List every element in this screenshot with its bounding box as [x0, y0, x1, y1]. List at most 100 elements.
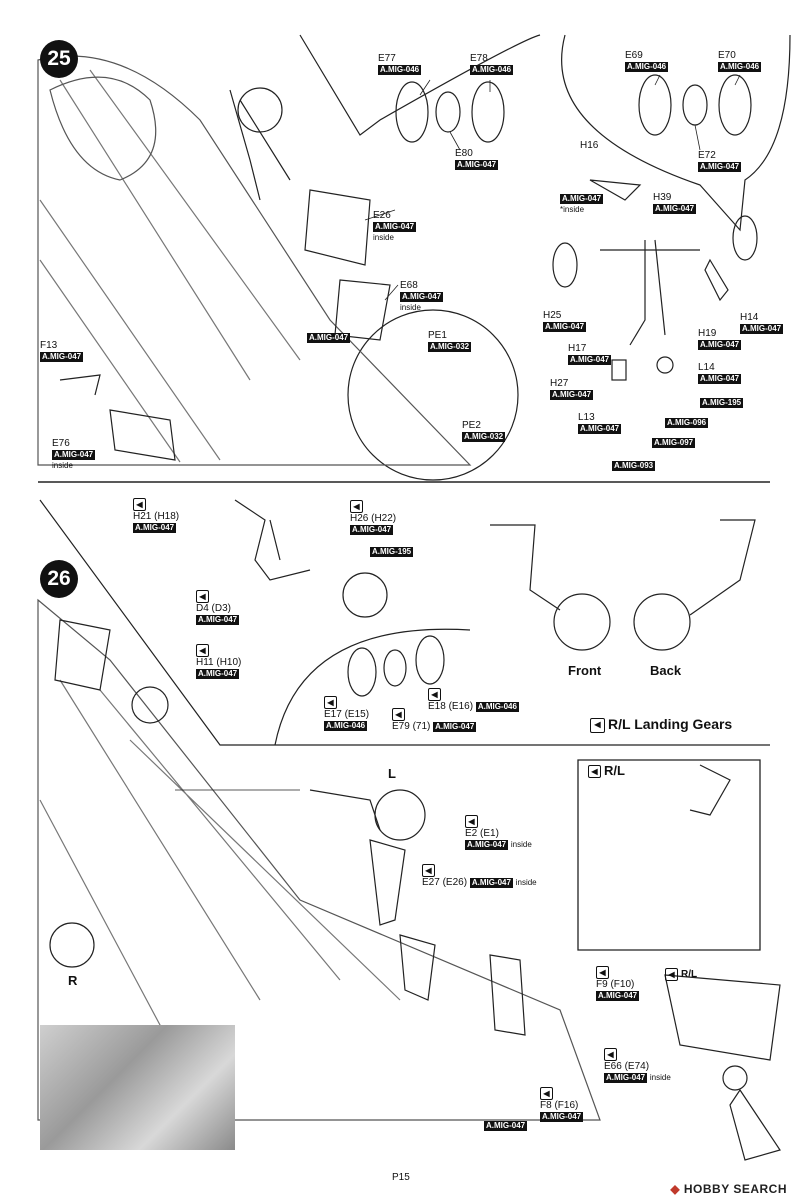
callout-e68: E68 A.MIG-047 inside	[400, 280, 444, 313]
paint-code: A.MIG-097	[652, 438, 696, 448]
part-number: F8 (F16)	[540, 1100, 579, 1111]
door-e66	[489, 954, 526, 1036]
back-wheel	[633, 593, 691, 651]
tyre-e17	[347, 647, 377, 697]
wheel-right-25	[732, 215, 758, 261]
paint-code: A.MIG-047	[196, 615, 240, 625]
callout-f8: ◀ F8 (F16) A.MIG-047	[540, 1087, 584, 1122]
paint-code: A.MIG-046	[378, 65, 422, 75]
part-number: H14	[740, 312, 759, 323]
door-e76	[109, 409, 176, 461]
main-gear-strut	[600, 239, 700, 346]
hub-e80	[435, 91, 461, 133]
callout-h21: ◀ H21 (H18) A.MIG-047	[133, 498, 179, 533]
rl-inset-label: ◀R/L	[588, 763, 625, 779]
direction-icon: ◀	[392, 708, 405, 721]
part-number: E79 (71)	[392, 721, 431, 732]
callout-093: A.MIG-093	[612, 460, 656, 471]
tyre-e70	[718, 74, 752, 136]
back-gear-drawing	[689, 519, 756, 616]
callout-e2: ◀ E2 (E1) A.MIG-047 inside	[465, 815, 532, 850]
part-number: E70	[718, 50, 736, 61]
callout-bottom-047: A.MIG-047	[484, 1120, 528, 1131]
part-number: F13	[40, 340, 58, 351]
tyre-e78	[471, 81, 505, 143]
door-e26	[304, 189, 371, 266]
paint-code: A.MIG-046	[625, 62, 669, 72]
leader-lines-25	[419, 74, 741, 151]
part-number: PE2	[462, 420, 481, 431]
paint-code: A.MIG-047	[740, 324, 784, 334]
callout-e76: E76 A.MIG-047 inside	[52, 438, 96, 471]
inside-note: inside	[373, 233, 394, 242]
callout-097: A.MIG-097	[652, 437, 696, 448]
wheel-front-26	[131, 686, 169, 724]
paint-code: A.MIG-047	[455, 160, 499, 170]
inside-note: inside	[510, 840, 532, 849]
part-number: H21 (H18)	[133, 511, 180, 522]
callout-195: A.MIG-195	[700, 397, 744, 408]
back-label: Back	[650, 663, 682, 678]
wheel-bubble-26	[274, 628, 471, 746]
part-number: H39	[653, 192, 672, 203]
nose-wheel-25	[237, 87, 283, 133]
callout-195-26: A.MIG-195	[370, 546, 414, 557]
callout-e17: ◀ E17 (E15) A.MIG-046	[324, 696, 369, 731]
rl-small-text: R/L	[681, 969, 698, 981]
callout-h16: H16 A.MIG-047 *inside	[560, 140, 604, 215]
callout-h26: ◀ H26 (H22) A.MIG-047	[350, 500, 396, 535]
part-number: E69	[625, 50, 643, 61]
tyre-e77	[395, 81, 429, 143]
front-label: Front	[568, 663, 602, 678]
part-number: H27	[550, 378, 569, 389]
wheel-26	[342, 572, 388, 618]
panel-lines-25	[39, 69, 301, 463]
gear-L	[309, 789, 381, 831]
left-side-label: L	[388, 766, 396, 781]
callout-d4: ◀ D4 (D3) A.MIG-047	[196, 590, 240, 625]
part-number: PE1	[428, 330, 447, 341]
part-number: H16	[580, 140, 599, 151]
callout-e27: ◀ E27 (E26) A.MIG-047 inside	[422, 864, 537, 888]
part-number: E72	[698, 150, 716, 161]
part-l14	[656, 356, 674, 374]
callout-pe1: PE1 A.MIG-032	[428, 330, 472, 352]
door-e27	[399, 934, 436, 1001]
paint-code: A.MIG-032	[428, 342, 472, 352]
callout-f13: F13 A.MIG-047	[40, 340, 84, 362]
part-number: E17 (E15)	[324, 709, 370, 720]
callout-e69: E69 A.MIG-046	[625, 50, 669, 72]
paint-code: A.MIG-047	[578, 424, 622, 434]
front-gear-drawing	[490, 524, 561, 611]
page-number: P15	[392, 1172, 410, 1183]
rl-inset-text: R/L	[604, 763, 625, 778]
callout-l13: L13 A.MIG-047	[578, 412, 622, 434]
paint-code: A.MIG-047	[433, 722, 477, 732]
part-number: E66 (E74)	[604, 1061, 650, 1072]
step-25-badge: 25	[40, 40, 78, 78]
direction-icon: ◀	[540, 1087, 553, 1100]
rl-small-bay	[664, 974, 781, 1061]
paint-code: A.MIG-047	[698, 340, 742, 350]
callout-pe2: PE2 A.MIG-032	[462, 420, 506, 442]
paint-code: A.MIG-047	[373, 222, 417, 232]
rl-inset-box	[577, 759, 761, 951]
part-number: E18 (E16)	[428, 701, 474, 712]
paint-code: A.MIG-093	[612, 461, 656, 471]
callout-l14: L14 A.MIG-047	[698, 362, 742, 384]
direction-icon: ◀	[133, 498, 146, 511]
part-number: H26 (H22)	[350, 513, 397, 524]
paint-code: A.MIG-047	[307, 333, 351, 343]
part-number: L14	[698, 362, 715, 373]
watermark-text: HOBBY SEARCH	[683, 1182, 787, 1196]
part-number: E78	[470, 53, 488, 64]
inside-note: *inside	[560, 205, 585, 214]
hub-e79	[383, 649, 407, 687]
paint-code: A.MIG-047	[550, 390, 594, 400]
part-number: H11 (H10)	[196, 657, 242, 668]
nose-gear-strut	[229, 89, 291, 201]
wheel-R	[49, 922, 95, 968]
part-number: E26	[373, 210, 391, 221]
